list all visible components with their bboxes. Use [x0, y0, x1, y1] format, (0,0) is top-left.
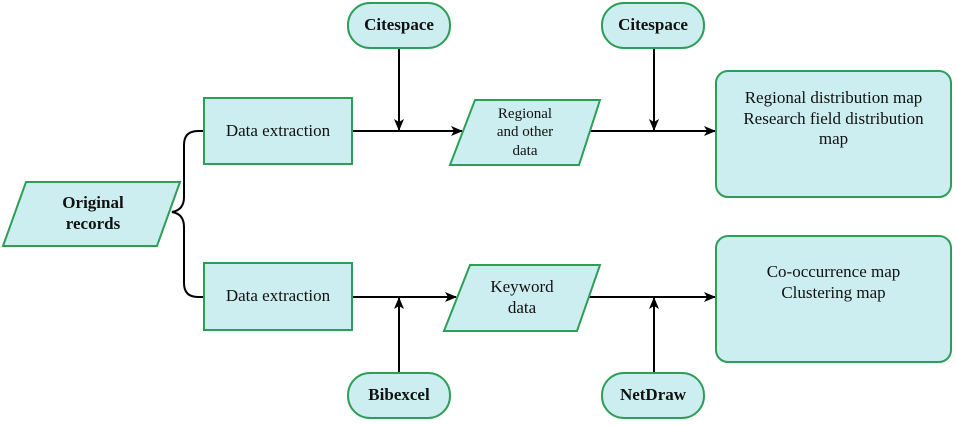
netdraw-shape — [601, 372, 705, 419]
bibexcel-shape — [347, 372, 451, 419]
regional-data-shape — [448, 99, 602, 166]
output-top-shape — [715, 70, 952, 198]
citespace-left-shape — [347, 2, 451, 49]
data-extraction-bottom-shape — [203, 262, 353, 331]
output-bottom-shape — [715, 235, 952, 363]
citespace-right-shape — [601, 2, 705, 49]
brace-connector — [171, 130, 204, 298]
data-extraction-top-shape — [203, 97, 353, 165]
keyword-data-shape — [442, 264, 602, 332]
original-records-shape — [1, 181, 182, 247]
